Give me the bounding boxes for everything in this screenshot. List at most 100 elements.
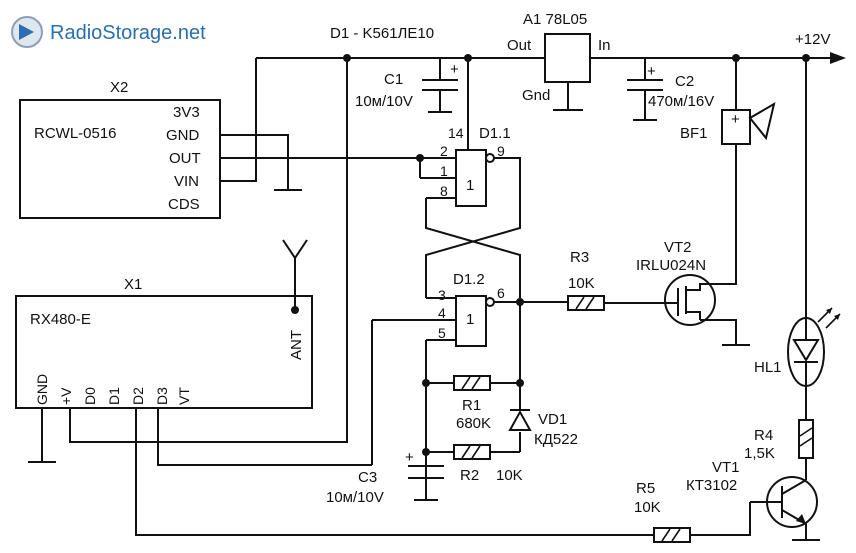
c1-plus: + — [450, 61, 459, 78]
c1-symbol — [422, 58, 458, 112]
d1-1-pin-14: 14 — [448, 125, 464, 141]
regulator-out-label: Out — [507, 37, 532, 54]
vt1-symbol — [750, 479, 807, 540]
vt1-ref: VT1 — [712, 459, 740, 476]
c3-ref: C3 — [358, 469, 377, 486]
r4-value: 1,5K — [744, 445, 775, 462]
x1-d2-wire — [135, 408, 654, 536]
x2-pin-cds: CDS — [168, 196, 200, 213]
vt2-body — [664, 274, 716, 326]
bf1-horn-icon — [748, 101, 776, 141]
d1-1-fn: 1 — [466, 177, 474, 194]
vt2-drain-wire — [699, 143, 737, 286]
x1-pin-d2: D2 — [130, 387, 146, 405]
hl1-ref: HL1 — [754, 359, 782, 376]
ray-arrow-icon — [826, 308, 832, 314]
d1-2-pin-4: 4 — [438, 305, 446, 321]
r4-hatch — [799, 427, 813, 447]
regulator-body — [544, 33, 591, 83]
power-rail — [256, 52, 846, 64]
d1-2-pin-3: 3 — [438, 287, 446, 303]
regulator-label: A1 78L05 — [523, 11, 587, 28]
led-hl1: HL1 — [754, 58, 841, 420]
x2-body — [19, 99, 221, 219]
r3-ref: R3 — [570, 249, 589, 266]
cross-wire-b — [425, 198, 521, 298]
timing-network: R1 680K VD1 КД522 R2 10K — [422, 302, 578, 484]
d1-1-pin-1: 1 — [440, 163, 448, 179]
module-x1: X1 RX480-E ANT GND +V D0 D1 D2 D3 VT — [15, 58, 654, 536]
c2-ref: C2 — [675, 73, 694, 90]
antenna-icon — [282, 239, 308, 310]
x2-pin-3v3: 3V3 — [173, 104, 200, 121]
supply-label: +12V — [795, 31, 830, 48]
regulator-in-label: In — [598, 37, 611, 54]
vt1-emitter-arrow-icon — [796, 514, 806, 524]
junction-dot — [422, 448, 430, 456]
r3-value: 10K — [568, 275, 595, 292]
x1-body — [15, 295, 313, 409]
vd1-part: КД522 — [534, 431, 578, 448]
d1-2-pin5-wire — [425, 339, 456, 500]
d1-1-pin-8: 8 — [440, 183, 448, 199]
x1-pin-d1: D1 — [106, 387, 122, 405]
x2-pin-gnd: GND — [166, 127, 200, 144]
r1-hatch — [461, 376, 481, 390]
bf1-body — [721, 109, 751, 145]
logo-text: RadioStorage.net — [50, 22, 206, 44]
gate-d1-1: 1 D1.1 14 2 1 8 9 — [416, 58, 521, 207]
bf1-ref: BF1 — [680, 125, 708, 142]
r1-wires — [426, 302, 521, 452]
x1-ant-label: ANT — [288, 330, 305, 360]
x1-d3-wire — [157, 408, 372, 466]
x1-pin-gnd: GND — [34, 374, 50, 405]
resistor-r5: R5 10K — [634, 480, 751, 543]
x2-gnd-wire — [220, 134, 302, 191]
x2-ref: X2 — [110, 79, 128, 96]
r1-ref: R1 — [462, 397, 481, 414]
d1-1-pin-9: 9 — [497, 143, 505, 159]
c3-plus: + — [405, 449, 414, 466]
vt2-symbol — [666, 286, 701, 320]
r4-ref: R4 — [754, 427, 773, 444]
x2-pin-vin: VIN — [174, 173, 199, 190]
vt1-part: КТ3102 — [686, 477, 737, 494]
x2-vin-wire — [220, 58, 257, 182]
x1-name: RX480-E — [30, 311, 91, 328]
x1-pin-v: +V — [58, 387, 74, 405]
x2-pin-out: OUT — [169, 150, 201, 167]
c2-plus: + — [647, 63, 656, 80]
site-logo: RadioStorage.net — [11, 16, 206, 48]
resistor-r4: R4 1,5K — [744, 419, 814, 480]
d1-2-inverter-bubble — [485, 297, 495, 307]
d1-2-pin4-wire — [371, 319, 456, 465]
junction-dot — [422, 379, 430, 387]
junction-dot — [291, 306, 299, 314]
x1-pin-d0: D0 — [82, 387, 98, 405]
latch-cross-wires — [425, 198, 521, 298]
junction-dot — [516, 379, 524, 387]
x1-pin-d3: D3 — [154, 387, 170, 405]
r3-hatch — [575, 296, 595, 310]
vt2-part: IRLU024N — [636, 257, 706, 274]
c2-value: 470м/16V — [648, 93, 714, 110]
r5-out-wire — [690, 502, 751, 536]
resistor-r3: R3 10K — [567, 249, 666, 311]
regulator-gnd-label: Gnd — [522, 87, 550, 104]
d1-2-pin-5: 5 — [438, 325, 446, 341]
c3-symbol — [408, 465, 444, 501]
x1-ref: X1 — [124, 276, 142, 293]
capacitor-c3: + C3 10м/10V — [326, 449, 444, 506]
vd1-diode-icon — [508, 409, 532, 431]
c3-value: 10м/10V — [326, 489, 384, 506]
x1-vplus-wire — [69, 58, 348, 443]
capacitor-c2: + C2 470м/16V — [627, 58, 714, 121]
d1-2-pin-6: 6 — [497, 285, 505, 301]
gate-d1-2: 1 D1.2 3 4 5 6 — [371, 271, 568, 500]
ic-label: D1 - K561ЛЕ10 — [330, 25, 434, 42]
c1-ref: C1 — [384, 71, 403, 88]
r5-value: 10K — [634, 499, 661, 516]
mosfet-vt2: VT2 IRLU024N — [636, 143, 750, 346]
r5-hatch — [661, 528, 681, 542]
